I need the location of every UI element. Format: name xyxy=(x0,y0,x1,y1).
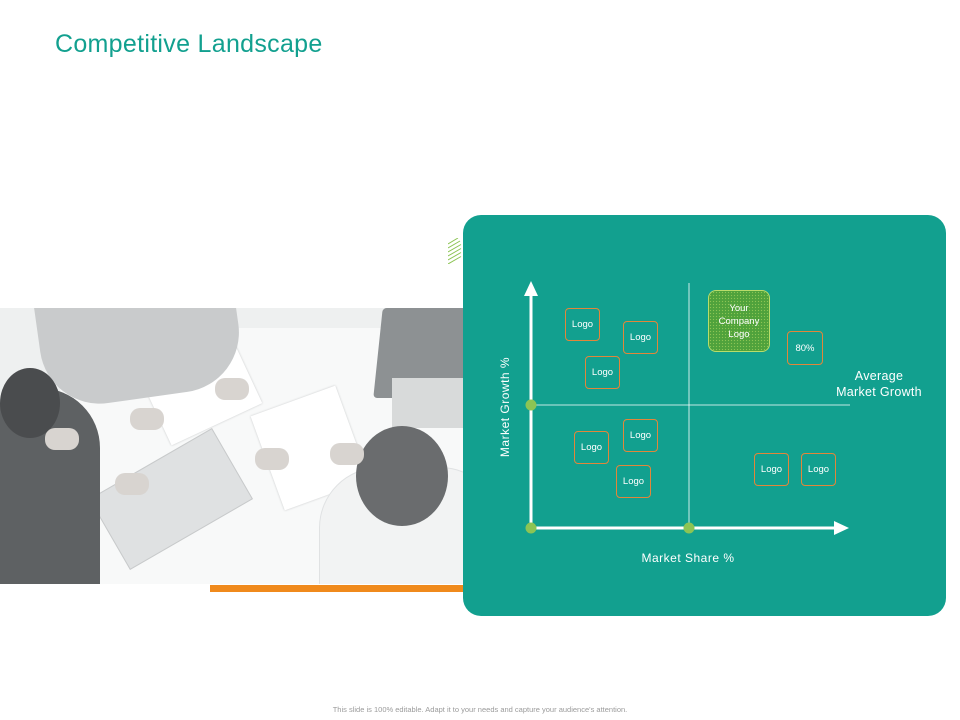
competitor-logo-box: Logo xyxy=(623,321,658,354)
percent-badge: 80% xyxy=(787,331,823,365)
your-company-logo-box: Your Company Logo xyxy=(708,290,770,352)
x-axis-label: Market Share % xyxy=(641,551,735,565)
green-stripes-decoration xyxy=(448,238,462,264)
competitor-logo-box: Logo xyxy=(585,356,620,389)
competitor-logo-box: Logo xyxy=(616,465,651,498)
slide-footer: This slide is 100% editable. Adapt it to… xyxy=(332,705,628,714)
orange-accent-bar xyxy=(210,585,498,592)
competitor-logo-box: Logo xyxy=(801,453,836,486)
competitor-logo-box: Logo xyxy=(574,431,609,464)
y-axis-label: Market Growth % xyxy=(498,356,512,458)
competitor-logo-box: Logo xyxy=(623,419,658,452)
competitor-logo-box: Logo xyxy=(754,453,789,486)
matrix-panel xyxy=(463,215,946,616)
competitor-logo-box: Logo xyxy=(565,308,600,341)
meeting-photo xyxy=(0,308,468,584)
average-market-growth-label: Average Market Growth xyxy=(836,369,922,399)
slide-title: Competitive Landscape xyxy=(55,30,323,58)
